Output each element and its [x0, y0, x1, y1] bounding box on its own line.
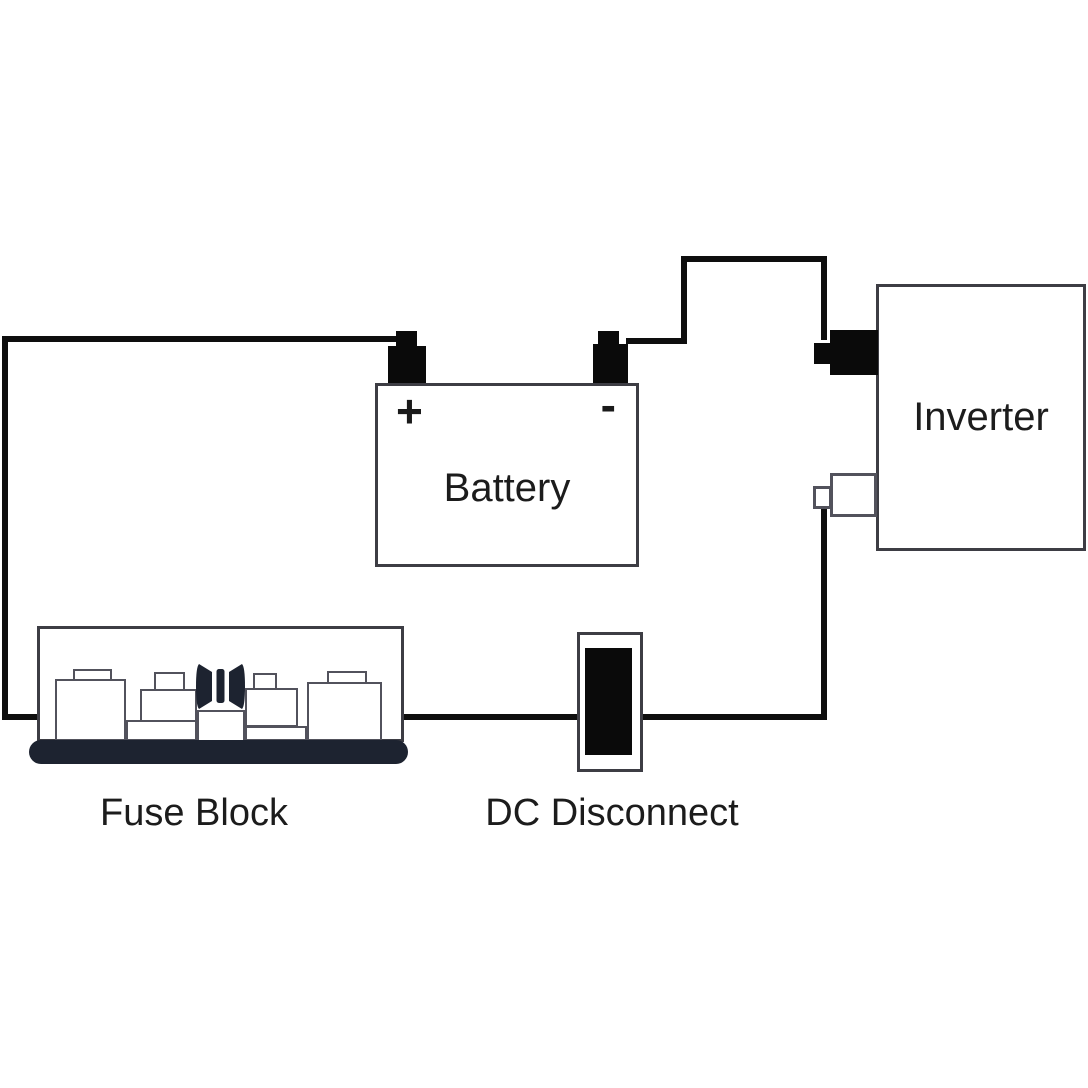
inverter-label: Inverter	[913, 395, 1049, 439]
fuse	[307, 682, 382, 741]
wire-clamp-icon	[196, 664, 245, 709]
inverter-box: Inverter	[876, 284, 1086, 551]
fuse	[140, 689, 197, 722]
battery-positive-terminal	[388, 346, 426, 383]
wire-inverter-drop	[821, 506, 827, 720]
wire-positive-left-drop	[2, 336, 8, 720]
inverter-lower-connector	[830, 473, 877, 517]
fuse-block-bar	[29, 740, 408, 764]
dc-disconnect-switch	[585, 648, 632, 755]
wire-positive-top-run	[2, 336, 400, 342]
dc-disconnect-label: DC Disconnect	[485, 792, 739, 834]
dc-disconnect-box	[577, 632, 643, 772]
inverter-lower-connector-tab	[813, 486, 832, 509]
battery-label: Battery	[443, 466, 571, 510]
inverter-upper-connector-tab	[814, 343, 832, 364]
wire-fuse-to-disconnect	[402, 714, 579, 720]
fuse-block-label: Fuse Block	[100, 792, 288, 834]
battery-positive-terminal-cap	[396, 331, 417, 348]
battery-box: + - Battery	[375, 379, 639, 567]
battery-negative-terminal	[593, 344, 628, 383]
inverter-upper-connector	[830, 330, 878, 375]
battery-negative-terminal-cap	[598, 331, 619, 346]
wire-negative-riser	[681, 256, 687, 344]
negative-symbol: -	[600, 379, 616, 431]
fuse	[55, 679, 126, 741]
fuse-base	[245, 726, 307, 741]
wire-negative-top-run	[681, 256, 827, 262]
wire-disconnect-to-inverter	[641, 714, 827, 720]
positive-symbol: +	[396, 385, 423, 437]
fuse-pedestal	[197, 710, 245, 742]
fuse-base	[126, 720, 197, 741]
wire-negative-drop	[821, 256, 827, 340]
wire-positive-fuse-stub	[2, 714, 39, 720]
fuse	[245, 688, 298, 727]
wire-negative-stub	[626, 338, 687, 344]
